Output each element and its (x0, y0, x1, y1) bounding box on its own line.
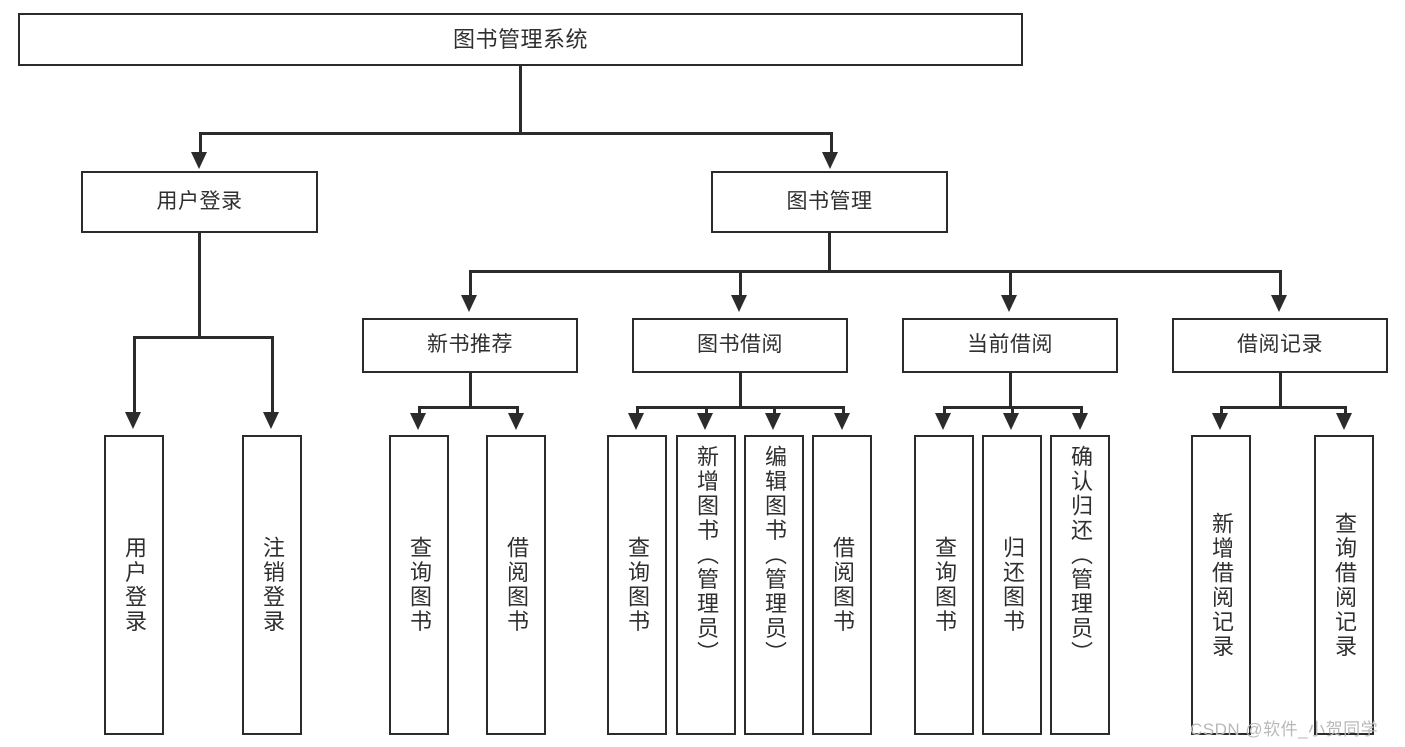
connector-bb-to-leaf-3 (773, 406, 776, 415)
connector-user-login-to-leaf-2 (271, 336, 274, 414)
leaf-edit-book-admin[interactable]: 编辑图书（管理员） (744, 435, 804, 735)
connector-book-management-stem (828, 233, 831, 270)
arrow-cb-to-leaf-2 (1003, 413, 1019, 430)
arrow-br-to-leaf-2 (1336, 413, 1352, 430)
arrow-bb-to-leaf-3 (765, 413, 781, 430)
connector-root-bus (199, 132, 831, 135)
node-borrow-record[interactable]: 借阅记录 (1172, 318, 1388, 373)
connector-bm-to-borrow (739, 270, 742, 297)
node-book-management[interactable]: 图书管理 (711, 171, 948, 233)
connector-borrow-record-bus (1220, 406, 1344, 409)
leaf-query-book-new-recommend[interactable]: 查询图书 (389, 435, 449, 735)
leaf-query-book-current[interactable]: 查询图书 (914, 435, 974, 735)
arrow-bm-to-borrow (731, 295, 747, 312)
connector-cb-to-leaf-1 (943, 406, 946, 415)
node-label: 借阅记录 (1237, 333, 1323, 357)
connector-new-book-stem (469, 373, 472, 406)
node-current-borrow[interactable]: 当前借阅 (902, 318, 1118, 373)
arrow-cb-to-leaf-3 (1072, 413, 1088, 430)
connector-book-management-bus (469, 270, 1280, 273)
arrow-user-login-to-leaf-1 (125, 412, 141, 429)
node-label: 查询借阅记录 (1332, 511, 1357, 659)
node-label: 查询图书 (407, 536, 432, 634)
connector-cb-to-leaf-3 (1080, 406, 1083, 415)
node-root-book-management-system[interactable]: 图书管理系统 (18, 13, 1023, 66)
arrow-cb-to-leaf-1 (935, 413, 951, 430)
connector-root-to-user-login (199, 132, 202, 154)
node-label: 确认归还（管理员） (1068, 445, 1093, 666)
node-label: 用户登录 (156, 189, 243, 213)
node-label: 注销登录 (260, 536, 285, 634)
node-label: 借阅图书 (830, 536, 855, 634)
connector-bb-to-leaf-4 (842, 406, 845, 415)
leaf-user-login[interactable]: 用户登录 (104, 435, 164, 735)
connector-book-borrow-bus (636, 406, 842, 409)
connector-root-to-book-management (830, 132, 833, 154)
node-book-borrow[interactable]: 图书借阅 (632, 318, 848, 373)
connector-book-borrow-stem (739, 373, 742, 406)
arrow-root-to-book-management (822, 152, 838, 169)
connector-nb-to-leaf-1 (418, 406, 421, 415)
arrow-root-to-user-login (191, 152, 207, 169)
connector-root-stem (519, 66, 522, 132)
connector-user-login-to-leaf-1 (133, 336, 136, 414)
connector-new-book-bus (418, 406, 516, 409)
node-label: 图书管理系统 (452, 26, 588, 52)
node-label: 用户登录 (122, 536, 147, 634)
node-new-book-recommend[interactable]: 新书推荐 (362, 318, 578, 373)
leaf-borrow-book-new-recommend[interactable]: 借阅图书 (486, 435, 546, 735)
arrow-bb-to-leaf-2 (697, 413, 713, 430)
node-label: 归还图书 (1000, 536, 1025, 634)
leaf-query-book-borrow[interactable]: 查询图书 (607, 435, 667, 735)
connector-borrow-record-stem (1279, 373, 1282, 406)
leaf-add-borrow-record[interactable]: 新增借阅记录 (1191, 435, 1251, 735)
node-label: 新书推荐 (427, 333, 513, 357)
connector-br-to-leaf-1 (1220, 406, 1223, 415)
leaf-return-book[interactable]: 归还图书 (982, 435, 1042, 735)
arrow-bm-to-new-book (461, 295, 477, 312)
arrow-user-login-to-leaf-2 (263, 412, 279, 429)
leaf-add-book-admin[interactable]: 新增图书（管理员） (676, 435, 736, 735)
node-label: 图书借阅 (697, 333, 783, 357)
arrow-br-to-leaf-1 (1212, 413, 1228, 430)
connector-bm-to-borrow-record (1279, 270, 1282, 297)
node-label: 借阅图书 (504, 536, 529, 634)
connector-bm-to-new-book (469, 270, 472, 297)
arrow-bb-to-leaf-4 (834, 413, 850, 430)
node-label: 编辑图书（管理员） (762, 445, 787, 666)
arrow-bb-to-leaf-1 (628, 413, 644, 430)
connector-current-borrow-stem (1009, 373, 1012, 406)
node-label: 查询图书 (932, 536, 957, 634)
node-label: 新增图书（管理员） (694, 445, 719, 666)
leaf-logout[interactable]: 注销登录 (242, 435, 302, 735)
connector-cb-to-leaf-2 (1011, 406, 1014, 415)
connector-bm-to-current-borrow (1009, 270, 1012, 297)
node-label: 查询图书 (625, 536, 650, 634)
connector-br-to-leaf-2 (1344, 406, 1347, 415)
leaf-query-borrow-record[interactable]: 查询借阅记录 (1314, 435, 1374, 735)
arrow-nb-to-leaf-2 (508, 413, 524, 430)
connector-bb-to-leaf-2 (705, 406, 708, 415)
connector-user-login-stem (198, 233, 201, 336)
node-label: 当前借阅 (967, 333, 1053, 357)
node-label: 新增借阅记录 (1209, 511, 1234, 659)
leaf-confirm-return-admin[interactable]: 确认归还（管理员） (1050, 435, 1110, 735)
leaf-borrow-book[interactable]: 借阅图书 (812, 435, 872, 735)
node-label: 图书管理 (786, 189, 873, 213)
arrow-bm-to-borrow-record (1271, 295, 1287, 312)
arrow-bm-to-current-borrow (1001, 295, 1017, 312)
connector-bb-to-leaf-1 (636, 406, 639, 415)
connector-user-login-bus (133, 336, 272, 339)
arrow-nb-to-leaf-1 (410, 413, 426, 430)
connector-nb-to-leaf-2 (516, 406, 519, 415)
node-user-login[interactable]: 用户登录 (81, 171, 318, 233)
